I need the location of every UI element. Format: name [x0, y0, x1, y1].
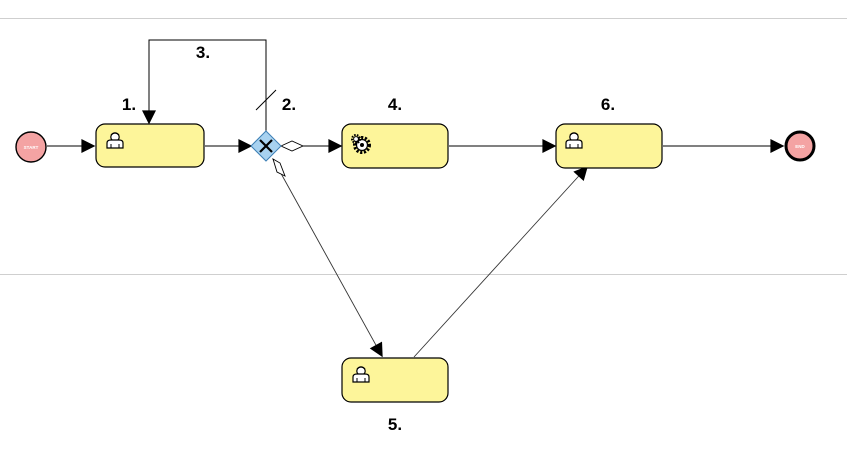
gateway-number: 2.: [282, 95, 296, 114]
flow-conditional-marker-task5: [272, 158, 286, 177]
task-6-box: [555, 123, 663, 169]
flow-loop-gateway-to-task1[interactable]: [142, 39, 267, 131]
task-1-box: [95, 123, 205, 168]
end-event[interactable]: END: [784, 130, 816, 162]
end-event-label: END: [795, 144, 805, 149]
task-4-box: [341, 123, 449, 169]
task-6[interactable]: [555, 123, 663, 169]
end-event-circle: [784, 130, 816, 162]
flow-gateway-to-task5[interactable]: [272, 158, 383, 358]
task-1-number: 1.: [122, 95, 136, 114]
start-event[interactable]: START: [15, 131, 47, 163]
gear-icon: [350, 133, 371, 154]
task-5-number: 5.: [388, 415, 402, 434]
start-event-label: START: [24, 145, 39, 150]
task-5[interactable]: [341, 357, 449, 403]
task-5-box: [341, 357, 449, 403]
exclusive-gateway[interactable]: [250, 130, 282, 162]
task-4-number: 4.: [388, 95, 402, 114]
start-event-circle: [15, 131, 47, 163]
task-6-number: 6.: [601, 95, 615, 114]
task-1[interactable]: [95, 123, 205, 168]
loop-flow-number: 3.: [196, 43, 210, 62]
flow-task5-to-task6[interactable]: [413, 165, 588, 358]
flow-loop-marker: [255, 89, 277, 111]
flow-conditional-marker-task4: [279, 140, 305, 152]
gateway-x-icon: [259, 139, 273, 153]
task-4[interactable]: [341, 123, 449, 169]
